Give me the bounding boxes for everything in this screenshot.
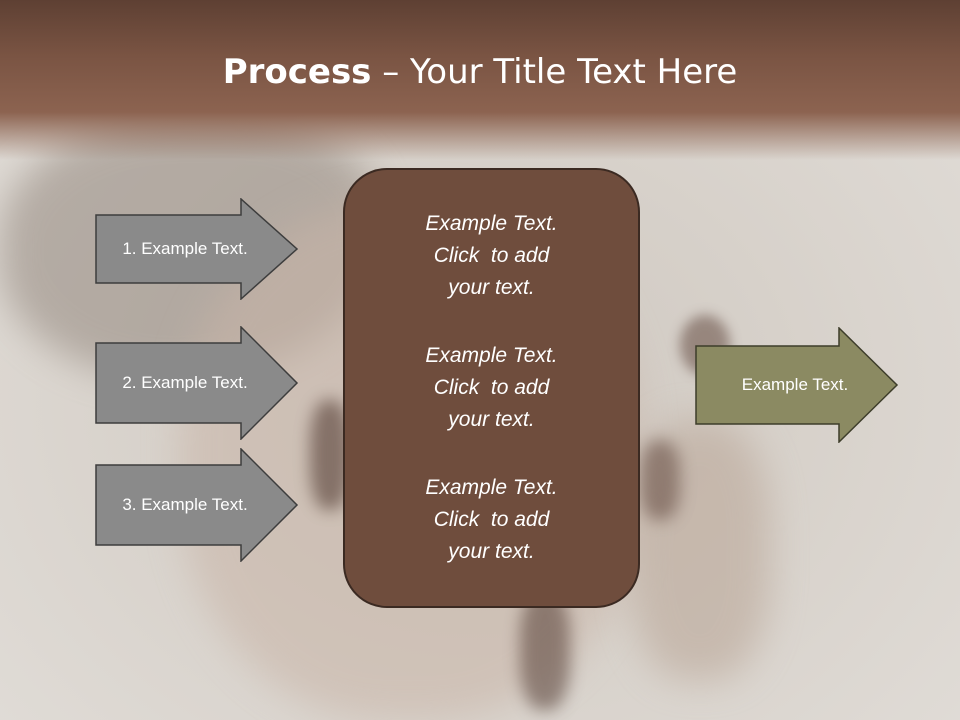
title-bold-text: Process: [222, 52, 372, 92]
center-line: Example Text.: [425, 344, 558, 367]
title-rest-text: – Your Title Text Here: [371, 52, 738, 92]
center-line: Click to add: [433, 376, 550, 399]
arrow-shape-icon: [95, 198, 299, 300]
center-line: your text.: [448, 540, 535, 563]
center-line: Click to add: [433, 244, 550, 267]
step-arrow-1[interactable]: 1. Example Text.: [95, 198, 299, 314]
center-line: Example Text.: [425, 212, 558, 235]
center-text-block: Example Text. Click to add your text.: [425, 340, 557, 436]
center-text-block: Example Text. Click to add your text.: [425, 208, 557, 304]
background-chocolate-smear: [520, 590, 570, 710]
center-text-box[interactable]: Example Text. Click to add your text. Ex…: [343, 168, 640, 608]
center-text-block: Example Text. Click to add your text.: [425, 472, 557, 568]
arrow-shape-icon: [95, 326, 299, 440]
step-label: 3. Example Text.: [122, 495, 248, 514]
step-label: 1. Example Text.: [122, 239, 248, 258]
output-label: Example Text.: [741, 375, 849, 394]
step-arrow-3[interactable]: 3. Example Text.: [95, 448, 299, 564]
title-band: [0, 0, 960, 160]
center-line: Click to add: [433, 508, 550, 531]
background-chocolate-smear: [640, 440, 680, 520]
arrow-shape-icon: [95, 448, 299, 562]
center-line: Example Text.: [425, 476, 558, 499]
step-arrow-2[interactable]: 2. Example Text.: [95, 326, 299, 442]
step-label: 2. Example Text.: [122, 373, 248, 392]
center-line: your text.: [448, 276, 535, 299]
slide-title[interactable]: Process – Your Title Text Here: [0, 52, 960, 92]
output-arrow[interactable]: Example Text.: [695, 327, 899, 443]
center-line: your text.: [448, 408, 535, 431]
arrow-shape-icon: [695, 327, 899, 443]
